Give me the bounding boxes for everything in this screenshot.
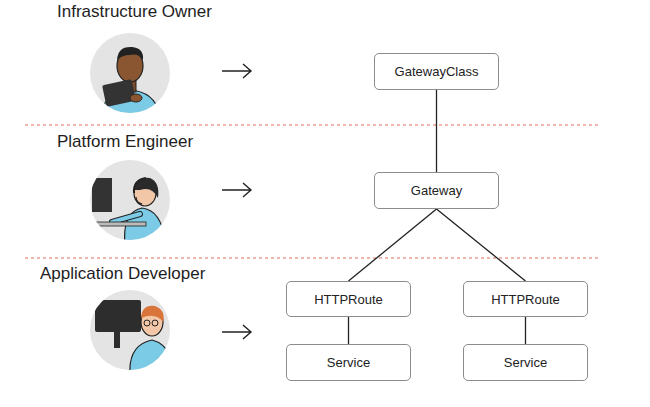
resource-name: Gateway (411, 183, 462, 198)
resource-box: GatewayClass (374, 53, 499, 90)
tree-connector (437, 209, 526, 281)
tree-connector (348, 317, 349, 344)
role-label: Infrastructure Owner (57, 2, 212, 22)
tree-connector (436, 90, 437, 172)
row-divider (25, 125, 598, 126)
resource-box: Gateway (374, 172, 499, 209)
resource-name: Service (327, 355, 370, 370)
owner-avatar (90, 33, 170, 120)
developer-avatar (90, 290, 175, 375)
row-divider (25, 258, 598, 259)
role-arrow (222, 64, 251, 339)
tree-connector (525, 317, 526, 344)
resource-name: HTTPRoute (314, 292, 383, 307)
resource-box: Service (463, 344, 588, 381)
role-label: Platform Engineer (57, 132, 193, 152)
resource-name: HTTPRoute (491, 292, 560, 307)
resource-box: HTTPRoute (463, 281, 588, 317)
resource-box: Service (286, 344, 411, 381)
role-label: Application Developer (40, 264, 205, 284)
engineer-avatar (90, 160, 170, 245)
tree-connector (349, 209, 437, 281)
resource-name: Service (504, 355, 547, 370)
resource-name: GatewayClass (395, 64, 479, 79)
resource-box: HTTPRoute (286, 281, 411, 317)
